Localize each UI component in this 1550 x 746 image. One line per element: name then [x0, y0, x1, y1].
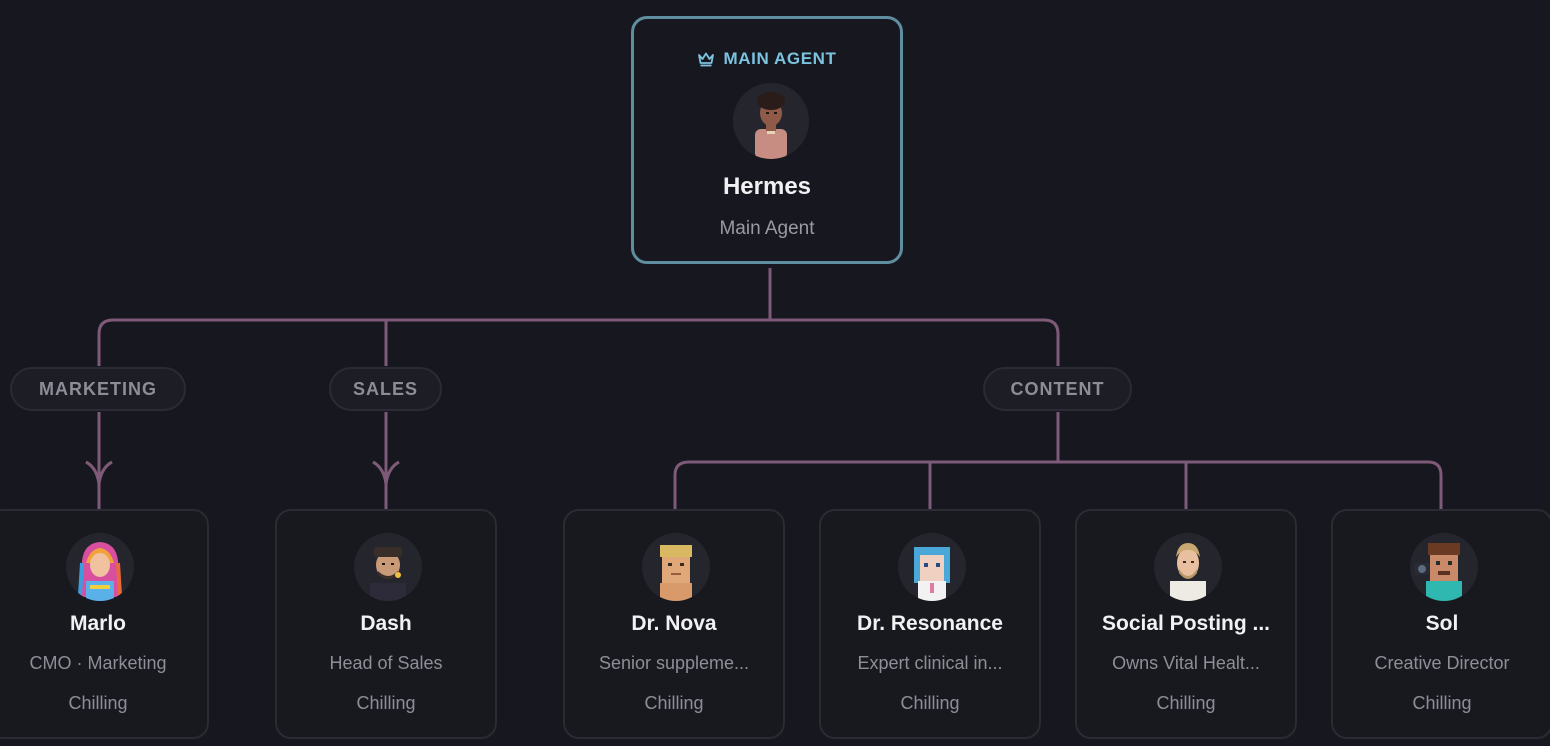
agent-status: Chilling [68, 693, 128, 713]
avatar [733, 83, 809, 159]
agent-status: Chilling [1156, 693, 1216, 713]
agent-name: Social Posting ... [1101, 612, 1271, 635]
agent-status: Chilling [644, 693, 704, 713]
avatar [66, 533, 134, 601]
agent-card-dr-nova[interactable]: Dr. Nova Senior suppleme... Chilling [563, 509, 785, 739]
agent-role: Expert clinical in... [857, 653, 1003, 673]
avatar [898, 533, 966, 601]
agent-card-dash[interactable]: Dash Head of Sales Chilling [275, 509, 497, 739]
agent-name: Dr. Nova [631, 612, 717, 635]
department-sales[interactable]: SALES [329, 367, 442, 411]
avatar [1410, 533, 1478, 601]
connector-sales-fork [372, 460, 400, 485]
main-agent-role: Main Agent [719, 218, 815, 239]
department-label: SALES [352, 378, 418, 399]
department-label: MARKETING [39, 378, 157, 399]
agent-role: CMO · Marketing [29, 653, 167, 673]
agent-card-social-posting[interactable]: Social Posting ... Owns Vital Healt... C… [1075, 509, 1297, 739]
agent-card-sol[interactable]: Sol Creative Director Chilling [1331, 509, 1550, 739]
connector-content-bus [673, 460, 1443, 509]
department-content[interactable]: CONTENT [983, 367, 1132, 411]
agent-name: Marlo [69, 612, 126, 635]
agent-card-marlo[interactable]: Marlo CMO · Marketing Chilling [0, 509, 209, 739]
agent-status: Chilling [900, 693, 960, 713]
avatar [354, 533, 422, 601]
agent-status: Chilling [356, 693, 416, 713]
agent-name: Dr. Resonance [857, 612, 1003, 635]
agent-role: Creative Director [1374, 653, 1510, 673]
main-agent-name: Hermes [722, 173, 812, 200]
department-marketing[interactable]: MARKETING [10, 367, 186, 411]
agent-name: Sol [1425, 612, 1459, 635]
agent-role: Senior suppleme... [598, 653, 750, 673]
main-agent-badge: MAIN AGENT [634, 49, 900, 69]
main-agent-badge-label: MAIN AGENT [723, 49, 837, 68]
avatar [1154, 533, 1222, 601]
agent-card-dr-resonance[interactable]: Dr. Resonance Expert clinical in... Chil… [819, 509, 1041, 739]
agent-status: Chilling [1412, 693, 1472, 713]
connector-main-bus [97, 318, 1060, 366]
crown-icon [697, 51, 715, 67]
main-agent-card[interactable]: MAIN AGENT Hermes Main Agent [631, 16, 903, 264]
agent-name: Dash [360, 612, 412, 635]
agent-role: Owns Vital Healt... [1112, 653, 1260, 673]
agent-role: Head of Sales [329, 653, 443, 673]
connector-marketing-fork [85, 460, 113, 485]
department-label: CONTENT [1010, 378, 1105, 399]
avatar [642, 533, 710, 601]
